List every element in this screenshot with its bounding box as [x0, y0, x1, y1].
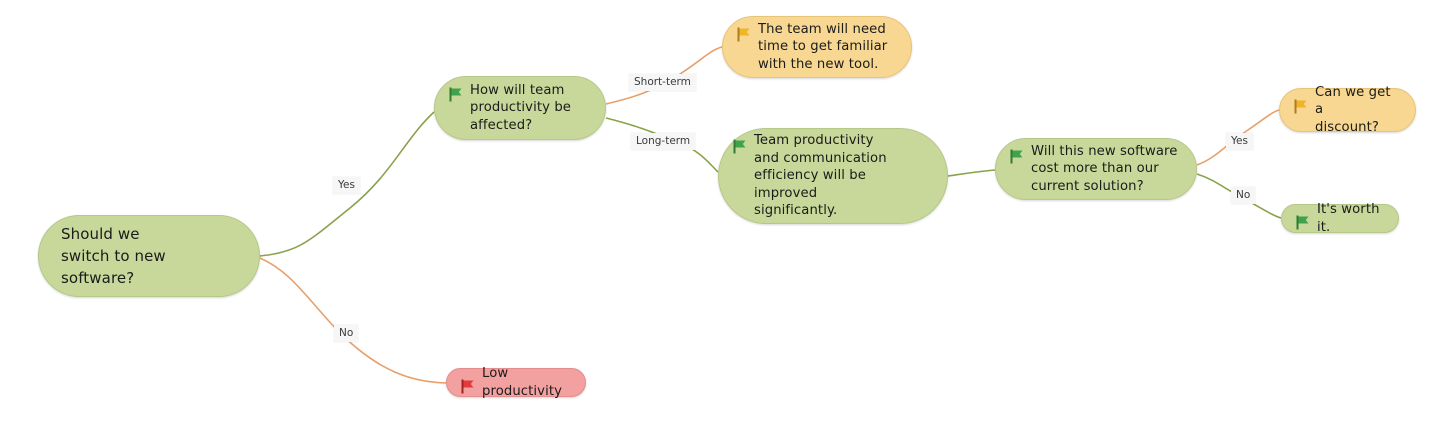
edge-label-short-term: Short-term — [629, 74, 696, 91]
node-short-term-outcome[interactable]: The team will need time to get familiar … — [722, 16, 912, 78]
flag-green-icon — [733, 139, 746, 154]
node-cost-question[interactable]: Will this new software cost more than ou… — [995, 138, 1197, 200]
edge-long-term-to-cost — [947, 169, 996, 177]
flag-yellow-icon — [737, 27, 750, 42]
edge-root-to-low-productivity — [259, 257, 447, 384]
node-long-term-outcome[interactable]: Team productivity and communication effi… — [718, 128, 948, 224]
node-discount-question-label: Can we get a discount? — [1315, 84, 1391, 135]
node-long-term-outcome-label: Team productivity and communication effi… — [754, 133, 887, 219]
node-root-label: Should we switch to new software? — [61, 225, 166, 287]
edge-label-cost-yes: Yes — [1226, 133, 1253, 150]
node-cost-question-label: Will this new software cost more than ou… — [1031, 143, 1178, 194]
flag-green-icon — [1296, 215, 1309, 230]
flag-yellow-icon — [1294, 99, 1307, 114]
flag-green-icon — [449, 87, 462, 102]
node-discount-question[interactable]: Can we get a discount? — [1279, 85, 1416, 135]
edge-label-long-term: Long-term — [631, 133, 696, 150]
edge-label-root-no: No — [334, 325, 359, 342]
edge-label-cost-no: No — [1231, 187, 1256, 204]
node-worth-it-label: It's worth it. — [1317, 202, 1380, 235]
node-short-term-outcome-label: The team will need time to get familiar … — [758, 21, 888, 72]
node-productivity-question-label: How will team productivity be affected? — [470, 82, 572, 133]
node-root[interactable]: Should we switch to new software? — [38, 215, 260, 297]
flag-green-icon — [1010, 149, 1023, 164]
node-productivity-question[interactable]: How will team productivity be affected? — [434, 76, 606, 140]
flag-red-icon — [461, 379, 474, 394]
node-low-productivity-label: Low productivity — [482, 366, 563, 399]
edge-label-root-yes: Yes — [333, 177, 360, 194]
node-low-productivity[interactable]: Low productivity — [446, 366, 586, 399]
node-worth-it[interactable]: It's worth it. — [1281, 202, 1399, 235]
